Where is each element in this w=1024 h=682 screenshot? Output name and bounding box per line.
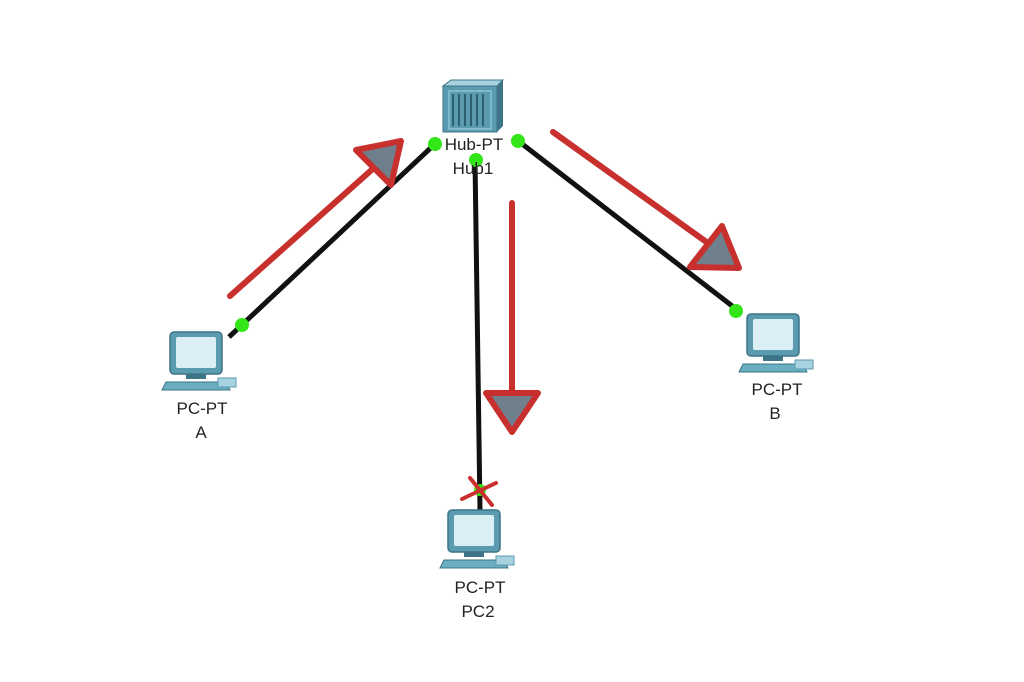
pc-icon[interactable] <box>738 313 814 373</box>
pc-b-name-label: B <box>769 404 781 423</box>
cable-pc-a-hub[interactable] <box>227 140 439 339</box>
arrow-hub-to-pc2 <box>483 200 541 435</box>
arrow-a-to-hub <box>227 138 404 299</box>
pc2-name-label: PC2 <box>461 602 495 621</box>
link-light <box>428 137 442 151</box>
cable-hub-pc2[interactable] <box>472 159 483 511</box>
pc-icon[interactable] <box>439 509 515 569</box>
hub-name-label: Hub1 <box>452 159 494 178</box>
hub-type-label: Hub-PT <box>444 135 504 154</box>
pc-b-type-label: PC-PT <box>751 380 803 399</box>
pc2-type-label: PC-PT <box>454 578 506 597</box>
hub-icon[interactable] <box>441 79 505 133</box>
link-light <box>235 318 249 332</box>
pc-icon[interactable] <box>161 331 237 391</box>
link-light <box>729 304 743 318</box>
cable-hub-pc-b[interactable] <box>515 138 742 314</box>
pc-a-type-label: PC-PT <box>176 399 228 418</box>
link-light <box>511 134 525 148</box>
x-mark-icon <box>460 476 498 507</box>
link-light <box>469 153 483 167</box>
pc-a-name-label: A <box>195 423 207 442</box>
arrow-hub-to-pc-b <box>550 129 742 271</box>
